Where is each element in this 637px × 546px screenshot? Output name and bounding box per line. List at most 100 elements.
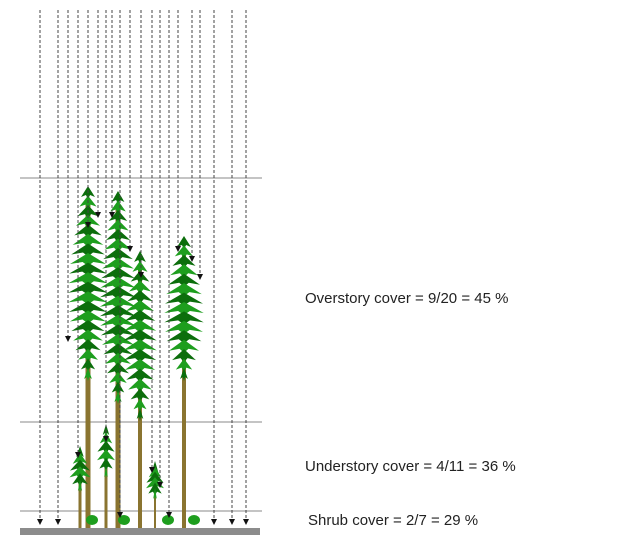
sampling-line-3 <box>65 10 71 342</box>
arrowhead <box>189 256 195 262</box>
sampling-line-14 <box>166 10 172 518</box>
tree-foliage <box>80 358 96 372</box>
arrowhead <box>117 512 123 518</box>
tree-foliage <box>77 480 83 493</box>
tree-foliage <box>107 219 129 233</box>
tree-foliage <box>114 391 122 404</box>
arrowhead <box>243 519 249 525</box>
sampling-line-1 <box>37 10 43 525</box>
tree-foliage <box>172 254 196 268</box>
tree-foliage <box>153 488 157 501</box>
trees <box>68 186 204 528</box>
tree-foliage <box>101 267 135 281</box>
tree-foliage <box>99 286 137 300</box>
arrowhead <box>211 519 217 525</box>
tree-foliage <box>123 319 157 333</box>
tree-foliage <box>165 320 203 334</box>
tree-foliage <box>125 300 155 314</box>
tree-foliage <box>74 224 102 238</box>
tree-trunk <box>104 438 108 528</box>
tree-foliage <box>166 283 202 297</box>
tree-foliage <box>99 305 137 319</box>
tree-foliage <box>68 281 108 295</box>
tree-foliage <box>68 272 108 286</box>
tree-foliage <box>97 440 115 454</box>
ground-strip <box>20 528 260 535</box>
tree-foliage <box>100 324 136 338</box>
tree-foliage <box>68 291 108 305</box>
sampling-line-20 <box>243 10 249 525</box>
arrowhead <box>109 212 115 218</box>
sampling-line-12 <box>149 10 155 473</box>
tree-foliage <box>70 253 106 267</box>
tree-foliage <box>102 257 134 271</box>
arrowhead <box>149 467 155 473</box>
arrowhead <box>103 436 109 442</box>
tree-foliage <box>130 388 150 402</box>
tree-foliage <box>123 349 157 363</box>
tree-foliage <box>73 329 103 343</box>
tree-foliage <box>72 233 104 247</box>
shrub-4 <box>188 515 200 525</box>
tree-foliage <box>69 310 107 324</box>
sampling-line-4 <box>75 10 81 458</box>
tree-foliage <box>124 309 156 323</box>
tree-foliage <box>110 200 126 214</box>
tree-foliage <box>164 302 204 315</box>
tree-foliage <box>103 343 133 357</box>
tree-foliage <box>99 457 113 471</box>
tree-foliage <box>100 314 136 328</box>
tree-foliage <box>123 329 157 343</box>
arrowhead <box>127 246 133 252</box>
shrub-2 <box>118 515 130 525</box>
tree-foliage <box>128 280 152 294</box>
arrowhead <box>55 519 61 525</box>
tree-foliage <box>84 368 92 381</box>
shrub-1 <box>86 515 98 525</box>
arrowhead <box>85 222 91 228</box>
arrowhead <box>229 519 235 525</box>
sampling-line-2 <box>55 10 61 525</box>
tree-foliage <box>170 264 198 278</box>
arrowhead <box>95 212 101 218</box>
tree-foliage <box>77 348 99 362</box>
tree-foliage <box>130 270 150 284</box>
tree-trunk <box>182 250 186 528</box>
sampling-line-10 <box>127 10 133 252</box>
tree-foliage <box>100 276 136 290</box>
arrowhead <box>75 452 81 458</box>
tree-foliage <box>71 320 105 334</box>
sampling-line-13 <box>157 10 163 488</box>
sampling-line-8 <box>109 10 115 218</box>
tree-foliage <box>108 210 128 224</box>
tree-foliage <box>111 381 125 395</box>
tree-foliage <box>133 398 147 412</box>
tree-foliage <box>175 358 193 372</box>
sampling-line-15 <box>175 10 181 252</box>
tree-3 <box>123 251 157 528</box>
shrub-cover-label: Shrub cover = 2/7 = 29 % <box>308 512 479 529</box>
tree-trunk <box>154 475 156 528</box>
tree-foliage <box>124 358 156 372</box>
tree-foliage <box>103 248 133 262</box>
tree-trunk <box>78 460 82 528</box>
sampling-lines <box>37 10 249 525</box>
arrowhead <box>175 246 181 252</box>
tree-foliage <box>105 229 131 243</box>
sampling-line-7 <box>103 10 109 442</box>
tree-foliage <box>69 459 91 473</box>
tree-foliage <box>75 339 101 353</box>
tree-foliage <box>107 362 129 376</box>
arrowhead <box>37 519 43 525</box>
tree-foliage <box>164 311 204 325</box>
tree-foliage <box>71 243 105 257</box>
overstory-cover-label: Overstory cover = 9/20 = 45 % <box>305 290 509 307</box>
sampling-line-11 <box>138 10 144 278</box>
tree-foliage <box>164 292 204 306</box>
shrub-3 <box>162 515 174 525</box>
tree-foliage <box>168 339 200 353</box>
tree-7 <box>146 461 164 528</box>
tree-foliage <box>69 262 107 276</box>
